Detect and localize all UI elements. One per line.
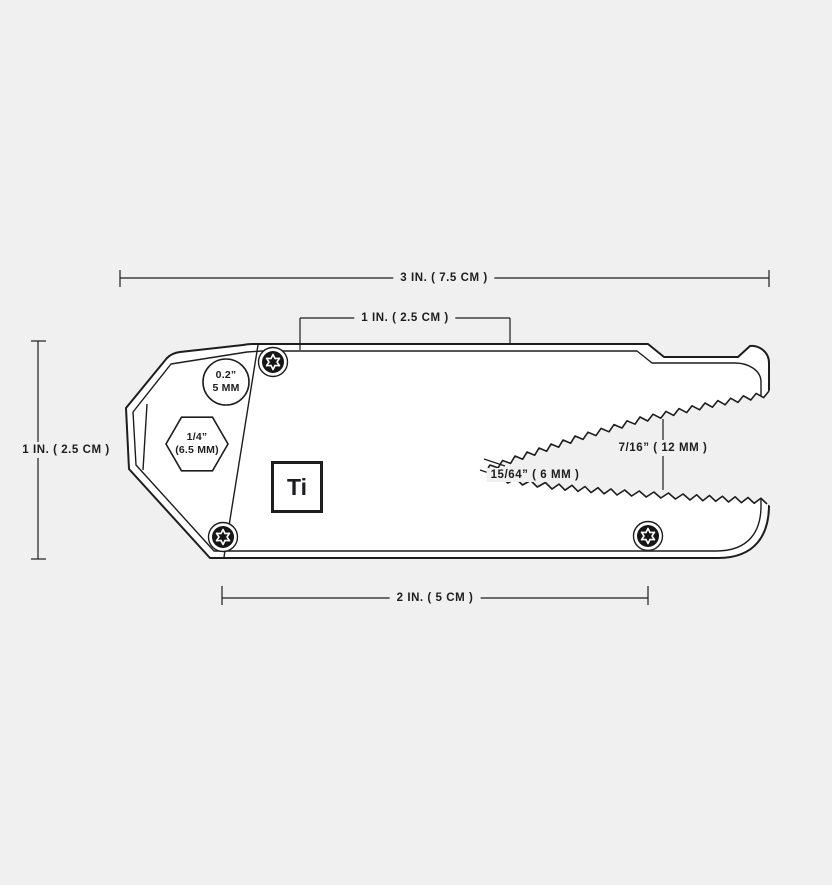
hex-size-label: 1/4” (6.5 MM) [175, 431, 219, 457]
titanium-symbol: Ti [286, 473, 308, 500]
torx-screw-top [257, 346, 289, 378]
hex-drive-cutout [165, 416, 229, 472]
dim-overall-width: 3 IN. ( 7.5 CM ) [393, 270, 495, 286]
tool-inner-line [132, 350, 762, 552]
pry-bevel-line [142, 403, 148, 471]
lanyard-hole [202, 358, 250, 406]
hex-size-inches: 1/4” [186, 430, 208, 443]
titanium-mark: Ti [271, 461, 323, 513]
hole-size-inches: 0.2” [215, 368, 237, 381]
hole-size-label: 0.2” 5 MM [212, 369, 239, 395]
dim-screw-spacing: 2 IN. ( 5 CM ) [389, 590, 481, 606]
dim-overall-height: 1 IN. ( 2.5 CM ) [15, 442, 117, 458]
torx-screw-bottom-left [207, 521, 239, 553]
plate-seam-line [223, 344, 259, 558]
dim-jaw-opening: 7/16” ( 12 MM ) [611, 440, 715, 456]
hex-size-mm: (6.5 MM) [175, 444, 219, 456]
dim-jaw-throat: 15/64” ( 6 MM ) [486, 468, 584, 482]
hole-size-mm: 5 MM [212, 382, 240, 394]
torx-screw-bottom-right [632, 520, 664, 552]
dim-top-section-width: 1 IN. ( 2.5 CM ) [354, 310, 456, 326]
